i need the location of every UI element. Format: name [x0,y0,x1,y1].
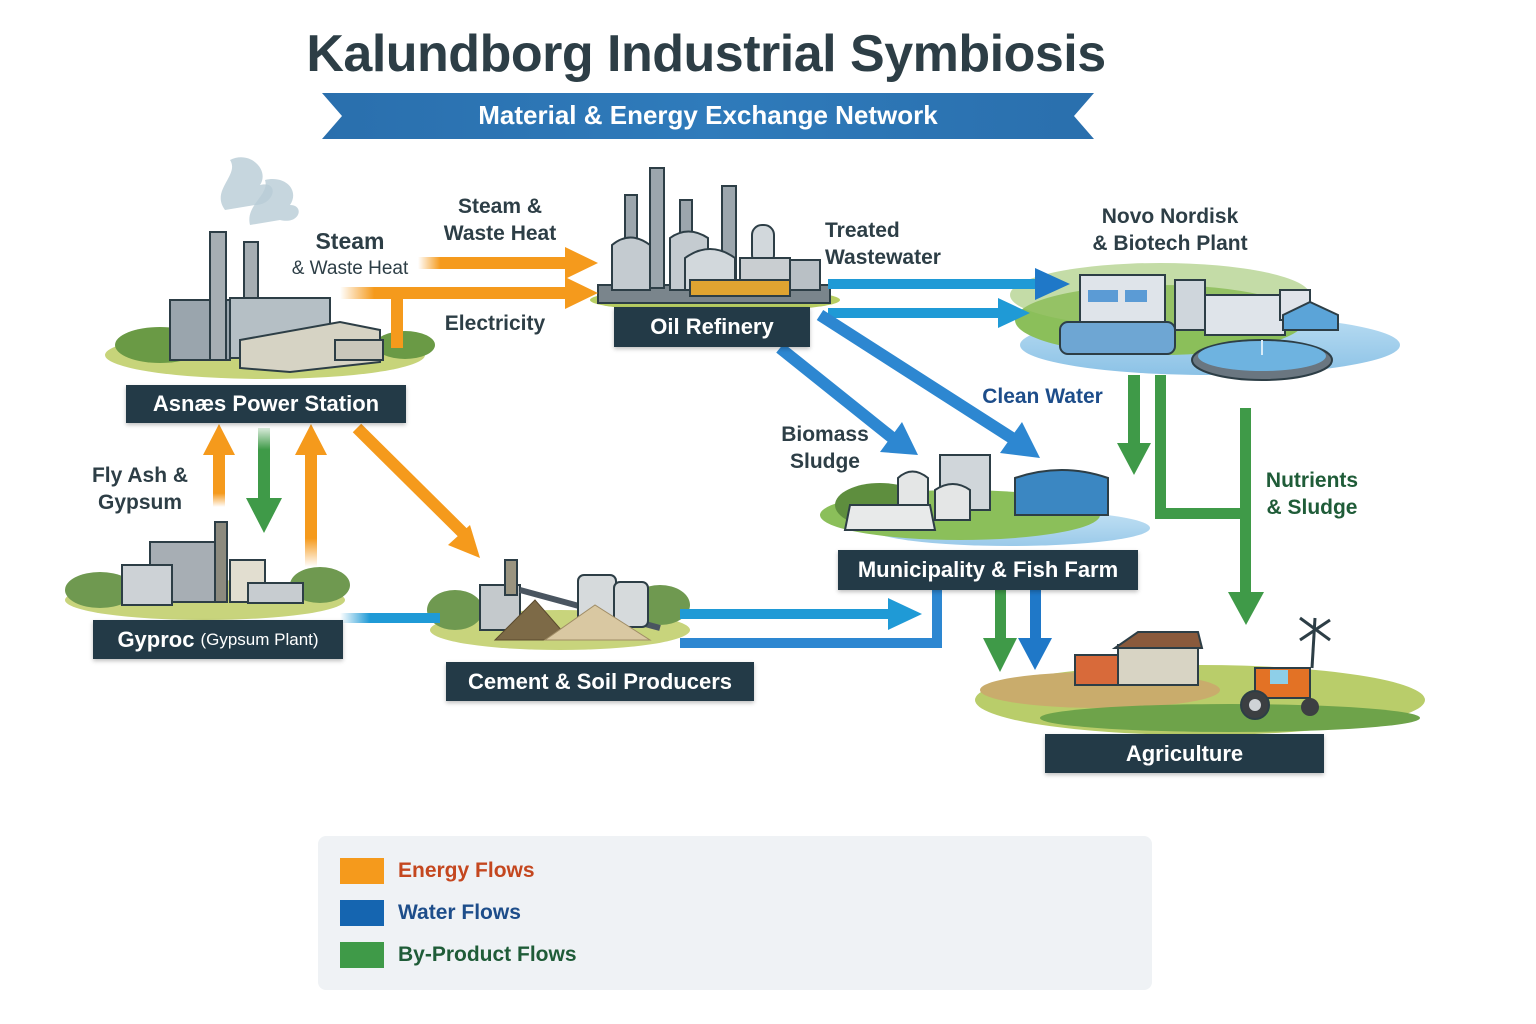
legend: Energy Flows Water Flows By-Product Flow… [318,836,1152,990]
novo-nordisk-illustration [1010,263,1400,381]
legend-label: Energy Flows [398,859,535,882]
flow-label-fly-ash-gypsum: Fly Ash & Gypsum [91,464,189,514]
legend-label: By-Product Flows [398,943,577,966]
flow-label-steam-heat-top: Steam & Waste Heat [443,195,557,245]
node-asnaes-power-station[interactable]: Asnæs Power Station [126,385,406,423]
flow-label-treated-wastewater: Treated Wastewater [825,219,941,269]
arrow-cement-to-municipality [680,590,942,648]
arrow-power-to-gyproc [246,428,282,533]
node-gyproc[interactable]: Gyproc (Gypsum Plant) [93,620,343,659]
arrow-refinery-to-novo-bottom [828,298,1030,328]
node-cement-soil-producers[interactable]: Cement & Soil Producers [446,662,754,701]
flow-label-clean-water: Clean Water [982,385,1103,408]
arrow-gyproc-to-cement [340,613,440,623]
arrow-steam-heat-electricity [340,277,598,348]
node-label-text: Asnæs Power Station [152,391,380,416]
flow-label-electricity: Electricity [444,312,546,335]
oil-refinery-illustration [590,167,840,312]
arrow-municipality-to-agriculture-byproduct [983,590,1017,672]
arrow-novo-to-municipality [1117,375,1151,475]
arrow-novo-nutrients-to-agriculture [1155,375,1264,625]
water-arrows [340,268,1070,670]
node-label-text: Agriculture [1125,740,1244,766]
legend-swatch-water [340,900,384,926]
node-label-line2: & Biotech Plant [1092,232,1248,255]
legend-item-water: Water Flows [340,900,521,926]
flow-label-steam-heat-left: Steam & Waste Heat [291,228,409,279]
arrow-steam-heat-top [418,247,598,279]
arrow-municipality-to-agriculture-water [1018,590,1052,670]
arrow-gypsum-up-left [203,424,235,507]
flow-label-biomass-sludge: Biomass Sludge [781,423,869,473]
byproduct-arrows [246,375,1264,672]
page-title: Kalundborg Industrial Symbiosis [306,25,1106,83]
legend-item-energy: Energy Flows [340,858,535,884]
node-oil-refinery[interactable]: Oil Refinery [614,307,810,347]
arrow-gypsum-up-right [295,424,327,567]
arrow-clean-water [816,309,1040,458]
energy-arrows [203,247,598,567]
node-municipality-fish-farm[interactable]: Municipality & Fish Farm [838,550,1138,590]
node-novo-nordisk[interactable]: Novo Nordisk & Biotech Plant [1080,203,1260,257]
flow-label-nutrients-sludge: Nutrients & Sludge [1265,469,1359,519]
legend-label: Water Flows [398,901,521,924]
subtitle: Material & Energy Exchange Network [478,100,938,130]
power-station-illustration [105,157,435,379]
node-label-text: Municipality & Fish Farm [857,557,1119,582]
agriculture-illustration [975,616,1425,735]
subtitle-banner [322,93,1094,139]
node-label-text: Oil Refinery [650,314,774,339]
node-label-line1: Novo Nordisk [1101,205,1239,228]
legend-swatch-byproduct [340,942,384,968]
node-label-text: Gyproc [117,626,195,652]
arrow-biomass-sludge [776,343,918,455]
cement-soil-illustration [427,559,690,650]
gyproc-illustration [65,521,350,620]
node-label-subtext: (Gypsum Plant) [200,629,319,649]
node-agriculture[interactable]: Agriculture [1045,734,1324,773]
municipality-illustration [820,454,1150,546]
legend-item-byproduct: By-Product Flows [340,942,577,968]
node-label-text: Cement & Soil Producers [467,668,733,694]
arrow-refinery-to-novo-top [828,268,1070,300]
arrow-power-to-cement [352,423,480,558]
legend-swatch-energy [340,858,384,884]
